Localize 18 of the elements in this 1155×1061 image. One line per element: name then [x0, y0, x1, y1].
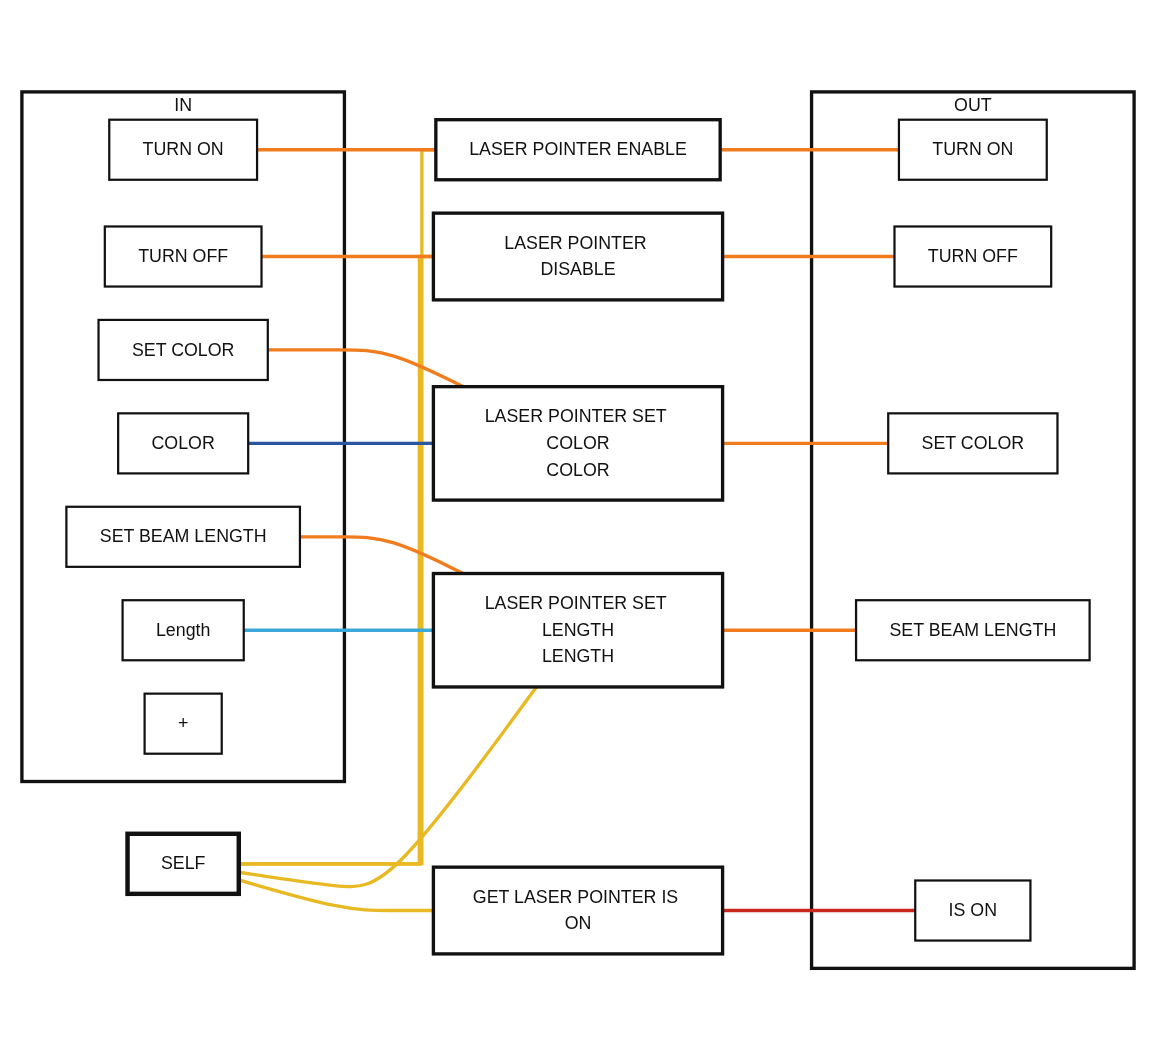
node-box: LASER POINTER SET LENGTH LENGTH [431, 572, 724, 689]
node-box: SELF [124, 831, 241, 897]
node-box: TURN ON [897, 118, 1048, 182]
node-box: COLOR [116, 412, 249, 475]
node-box: TURN ON [107, 118, 258, 182]
node-box: TURN OFF [103, 225, 263, 288]
node-box: SET BEAM LENGTH [854, 599, 1091, 662]
node-box: Length [120, 599, 245, 662]
node-box: LASER POINTER ENABLE [433, 118, 722, 182]
node-box: IS ON [913, 879, 1032, 943]
node-box: LASER POINTER SET COLOR COLOR [431, 385, 724, 503]
node-box: + [143, 692, 223, 756]
node-box: SET COLOR [96, 319, 269, 382]
node-box: SET BEAM LENGTH [64, 506, 301, 569]
node-box: LASER POINTER DISABLE [431, 211, 724, 302]
node-box: TURN OFF [892, 225, 1052, 288]
node-box: GET LASER POINTER IS ON [431, 865, 724, 956]
node-box: SET COLOR [886, 412, 1059, 475]
